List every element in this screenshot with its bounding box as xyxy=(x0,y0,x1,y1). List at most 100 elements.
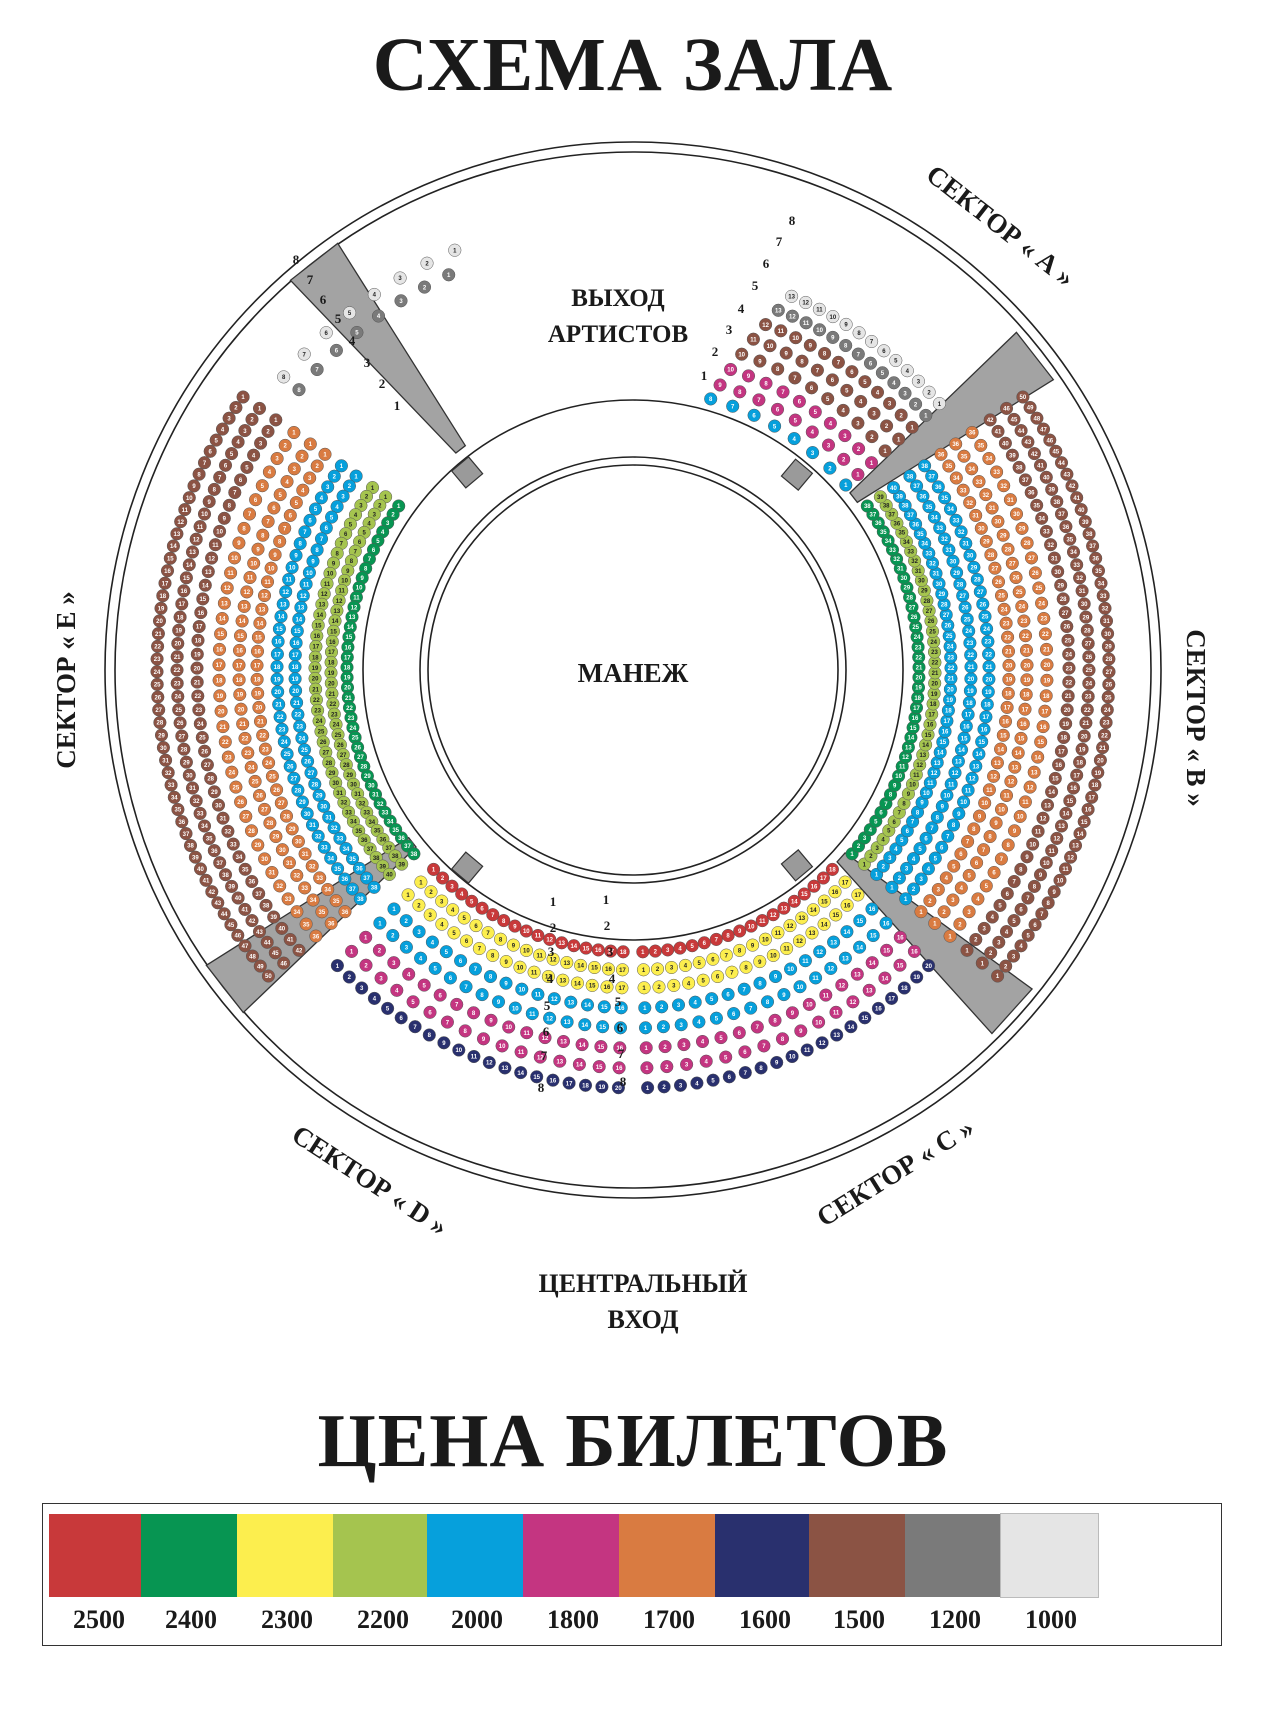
seat[interactable] xyxy=(245,412,259,426)
seat[interactable] xyxy=(987,769,1001,783)
seat[interactable] xyxy=(965,425,979,440)
seat[interactable] xyxy=(787,432,801,446)
seat[interactable] xyxy=(1077,815,1091,829)
seat[interactable] xyxy=(225,447,239,461)
seat[interactable] xyxy=(798,954,812,968)
seat[interactable] xyxy=(1011,746,1025,760)
seat[interactable] xyxy=(163,551,177,565)
seat[interactable] xyxy=(173,716,187,730)
seat[interactable] xyxy=(244,760,258,774)
seat[interactable] xyxy=(835,978,849,992)
seat[interactable] xyxy=(164,778,178,792)
seat[interactable] xyxy=(367,991,381,1005)
seat[interactable] xyxy=(825,862,839,876)
seat[interactable] xyxy=(974,521,988,535)
seat[interactable] xyxy=(371,309,386,323)
seat[interactable] xyxy=(800,1043,814,1057)
seat[interactable] xyxy=(273,488,287,502)
seat[interactable] xyxy=(1035,596,1049,610)
seat[interactable] xyxy=(252,788,267,803)
seat[interactable] xyxy=(916,489,930,503)
seat[interactable] xyxy=(1008,760,1022,774)
seat[interactable] xyxy=(232,536,246,550)
seat[interactable] xyxy=(923,894,937,908)
seat[interactable] xyxy=(207,785,221,799)
seat[interactable] xyxy=(457,911,471,925)
seat[interactable] xyxy=(928,851,942,865)
seat[interactable] xyxy=(1034,735,1048,749)
seat[interactable] xyxy=(197,507,212,521)
seat[interactable] xyxy=(289,496,303,510)
seat[interactable] xyxy=(994,742,1008,756)
seat[interactable] xyxy=(245,949,260,963)
seat[interactable] xyxy=(190,661,204,675)
seat[interactable] xyxy=(305,818,320,832)
seat[interactable] xyxy=(452,1043,466,1057)
seat[interactable] xyxy=(1032,581,1046,595)
seat[interactable] xyxy=(306,893,320,907)
seat[interactable] xyxy=(278,521,292,535)
seat[interactable] xyxy=(925,821,939,835)
seat[interactable] xyxy=(254,436,268,450)
seat[interactable] xyxy=(850,967,864,981)
seat[interactable] xyxy=(996,528,1010,542)
seat[interactable] xyxy=(395,857,409,871)
seat[interactable] xyxy=(792,394,806,408)
seat[interactable] xyxy=(594,1040,608,1054)
seat[interactable] xyxy=(1045,785,1059,799)
seat[interactable] xyxy=(179,755,193,769)
seat[interactable] xyxy=(217,596,231,610)
seat[interactable] xyxy=(938,491,952,505)
seat[interactable] xyxy=(255,602,269,616)
seat[interactable] xyxy=(757,1039,771,1053)
seat[interactable] xyxy=(424,885,438,899)
seat[interactable] xyxy=(213,524,227,538)
seat[interactable] xyxy=(1039,524,1053,538)
seat[interactable] xyxy=(899,892,913,906)
seat[interactable] xyxy=(771,303,785,317)
seat[interactable] xyxy=(193,520,207,534)
seat[interactable] xyxy=(1052,758,1066,772)
seat[interactable] xyxy=(999,925,1014,939)
seat[interactable] xyxy=(706,1073,720,1087)
seat[interactable] xyxy=(788,371,802,385)
seat[interactable] xyxy=(972,809,987,823)
seat[interactable] xyxy=(402,967,416,981)
seat[interactable] xyxy=(863,356,878,370)
seat[interactable] xyxy=(704,392,718,406)
seat[interactable] xyxy=(472,941,486,956)
seat[interactable] xyxy=(275,921,289,935)
seat[interactable] xyxy=(319,326,333,340)
seat[interactable] xyxy=(190,647,204,661)
seat[interactable] xyxy=(220,581,234,595)
seat[interactable] xyxy=(640,1061,654,1075)
seat[interactable] xyxy=(514,1045,528,1059)
seat[interactable] xyxy=(918,459,932,473)
seat[interactable] xyxy=(543,932,557,946)
seat[interactable] xyxy=(189,532,203,546)
seat[interactable] xyxy=(965,462,979,476)
seat[interactable] xyxy=(312,788,326,802)
seat[interactable] xyxy=(215,611,229,626)
seat[interactable] xyxy=(185,545,200,559)
seat[interactable] xyxy=(893,930,907,944)
seat[interactable] xyxy=(224,918,238,932)
seat[interactable] xyxy=(193,862,208,876)
seat[interactable] xyxy=(1093,753,1107,767)
seat[interactable] xyxy=(865,430,879,444)
seat[interactable] xyxy=(985,501,999,515)
seat[interactable] xyxy=(1005,448,1019,462)
seat[interactable] xyxy=(851,888,865,902)
seat[interactable] xyxy=(170,650,184,664)
seat[interactable] xyxy=(560,956,574,970)
seat[interactable] xyxy=(253,959,267,973)
seat[interactable] xyxy=(242,507,257,521)
seat[interactable] xyxy=(1077,729,1091,743)
seat[interactable] xyxy=(189,794,203,808)
seat[interactable] xyxy=(830,1028,844,1042)
seat[interactable] xyxy=(221,750,235,764)
seat[interactable] xyxy=(709,932,723,946)
seat[interactable] xyxy=(342,479,356,493)
seat[interactable] xyxy=(212,642,227,656)
seat[interactable] xyxy=(290,868,304,882)
